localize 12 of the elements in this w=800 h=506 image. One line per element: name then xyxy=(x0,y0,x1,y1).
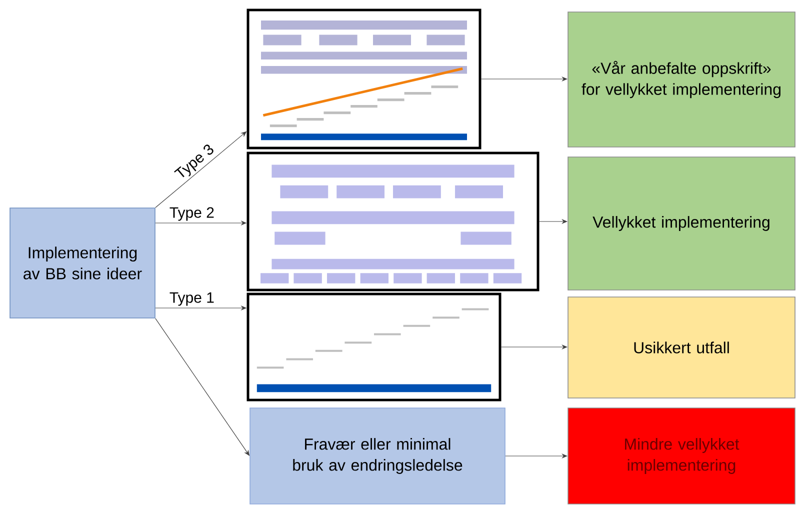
outcome-box: «Vår anbefalte oppskrift» for vellykket implementering xyxy=(568,12,796,148)
outcome-box: Vellykket implementering xyxy=(568,156,796,290)
edge-label: Type 2 xyxy=(170,207,214,221)
outcome-box: Mindre vellykket implementering xyxy=(568,408,796,504)
process-box: Fravær eller minimal bruk av endringsledelse xyxy=(250,408,506,504)
picture xyxy=(246,152,540,292)
process-box: Implementering av BB sine ideer xyxy=(10,208,156,318)
edge-label: Type 3 xyxy=(174,144,214,178)
edge-label: Type 1 xyxy=(170,292,214,306)
picture xyxy=(246,292,502,402)
outcome-box: Usikkert utfall xyxy=(568,296,796,398)
picture xyxy=(246,8,482,150)
